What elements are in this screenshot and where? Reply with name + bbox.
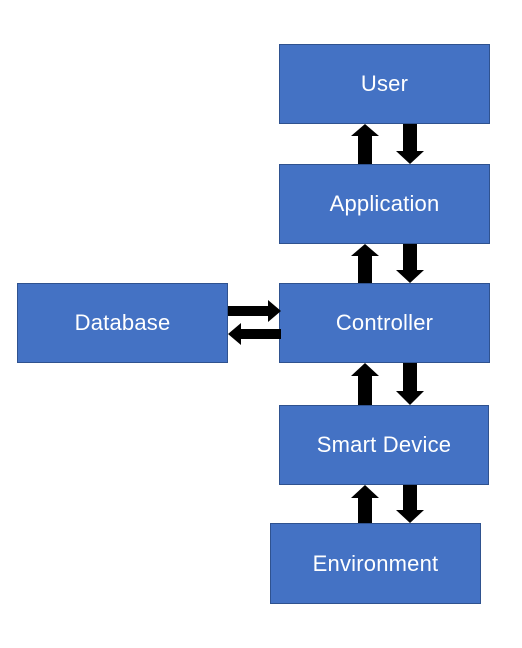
node-user-label: User [360, 71, 409, 96]
arrow-up-application-to-user [351, 124, 379, 164]
arrow-down-controller-to-smart-device [396, 363, 424, 405]
arrow-right-database-to-controller [228, 300, 281, 322]
arrow-up-controller-to-application [351, 244, 379, 283]
arrow-down-user-to-application [396, 124, 424, 164]
node-controller: Controller [279, 283, 490, 363]
arrow-down-application-to-controller [396, 244, 424, 283]
arrow-up-smart-device-to-controller [351, 363, 379, 405]
node-database: Database [17, 283, 228, 363]
node-controller-label: Controller [335, 310, 434, 335]
node-environment: Environment [270, 523, 481, 604]
arrow-up-environment-to-smart-device [351, 485, 379, 523]
arrow-left-controller-to-database [228, 323, 281, 345]
node-application-label: Application [329, 191, 440, 216]
node-user: User [279, 44, 490, 124]
node-smart-device-label: Smart Device [316, 432, 452, 457]
node-environment-label: Environment [312, 550, 439, 576]
node-application: Application [279, 164, 490, 244]
node-smart-device: Smart Device [279, 405, 489, 485]
node-database-label: Database [74, 310, 171, 335]
arrow-down-smart-device-to-environment [396, 485, 424, 523]
